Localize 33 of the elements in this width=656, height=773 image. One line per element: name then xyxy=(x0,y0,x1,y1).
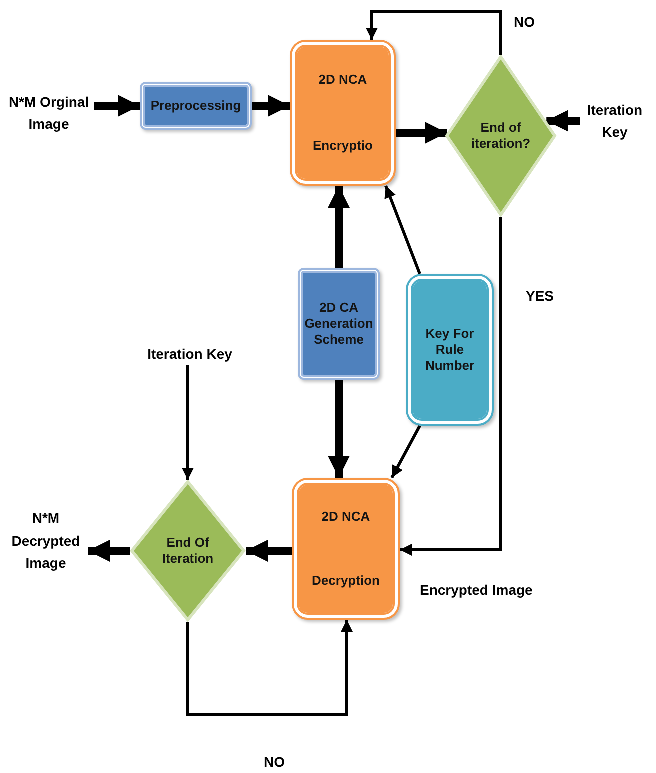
process-box xyxy=(298,268,380,380)
arrow xyxy=(546,110,580,132)
process-box xyxy=(406,274,494,426)
box-label: Preprocessing xyxy=(150,98,242,114)
arrow xyxy=(94,95,140,117)
node-text: N*M Decrypted Image xyxy=(10,509,82,574)
box-label: End of iteration? xyxy=(470,120,532,152)
arrow xyxy=(366,10,502,55)
box-label: 2D NCA xyxy=(318,72,368,88)
process-box xyxy=(292,478,400,620)
arrow xyxy=(396,122,448,144)
box-label: Decryption xyxy=(312,572,380,590)
box-label: Encryptio xyxy=(313,138,373,154)
box-label: 2D NCA xyxy=(322,508,370,526)
arrow xyxy=(88,540,130,562)
arrow xyxy=(186,620,353,716)
process-box xyxy=(140,82,252,130)
arrow xyxy=(182,365,194,480)
box-label: End Of Iteration xyxy=(161,534,215,568)
node-text: Iteration Key xyxy=(586,100,644,142)
node-text: N*M Orginal Image xyxy=(8,92,90,134)
arrow xyxy=(252,95,290,117)
arrow xyxy=(328,380,350,478)
node-text: Iteration Key xyxy=(148,344,232,364)
box-label: 2D CA Generation Scheme xyxy=(304,300,374,348)
arrow xyxy=(246,540,292,562)
process-box xyxy=(290,40,396,186)
arrow xyxy=(384,185,422,275)
note-text: Encrypted Image xyxy=(420,581,533,600)
box-label: Key For Rule Number xyxy=(424,326,476,374)
arrow xyxy=(390,425,422,479)
arrow xyxy=(400,217,502,556)
arrow xyxy=(328,186,350,268)
